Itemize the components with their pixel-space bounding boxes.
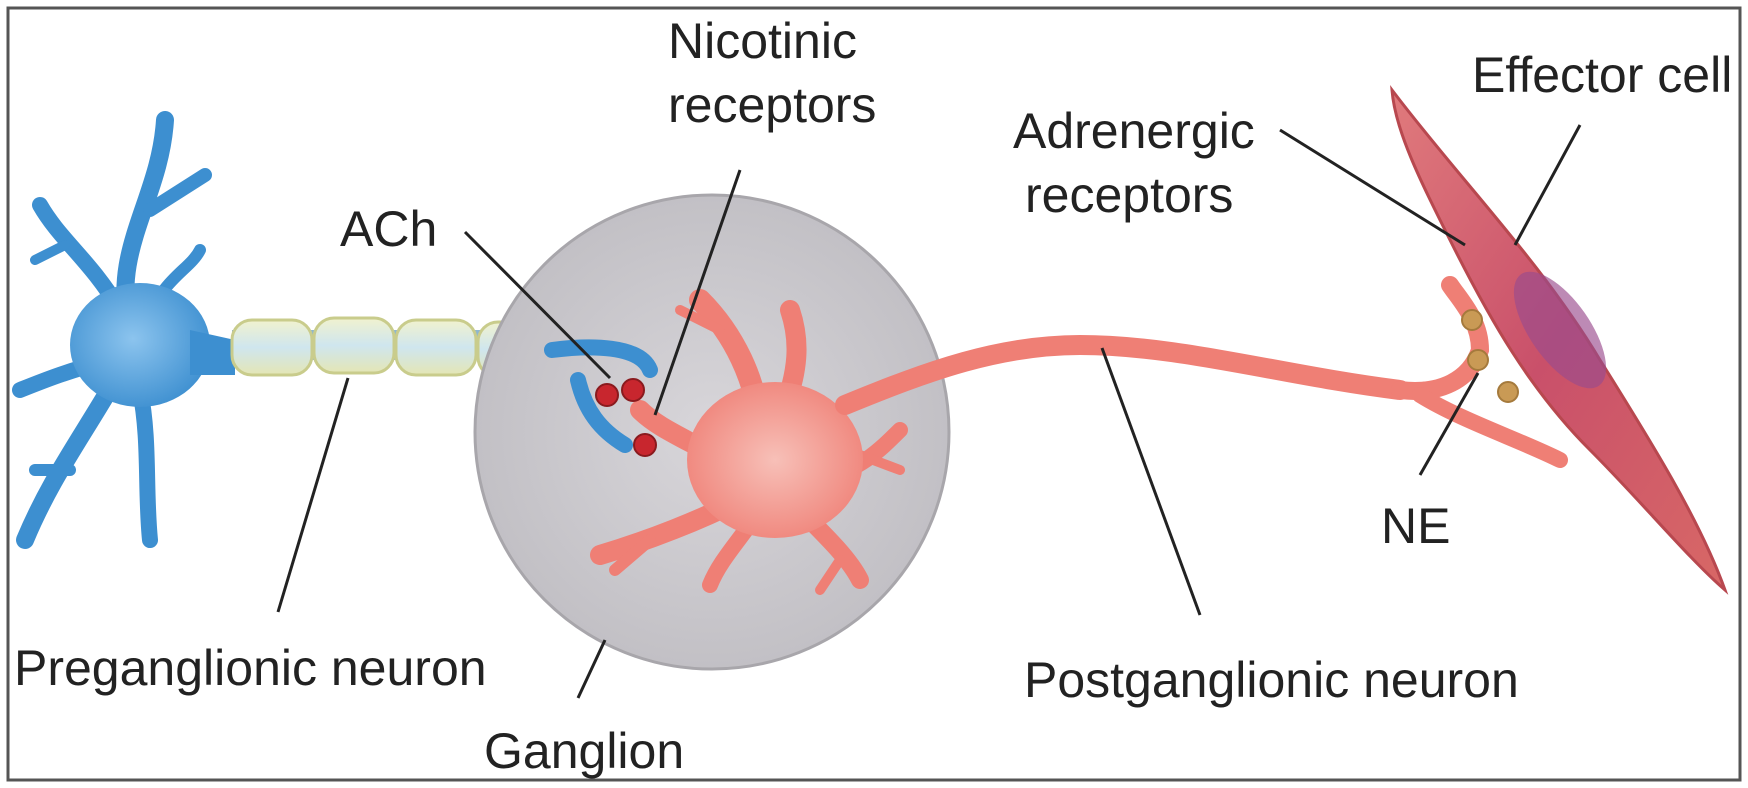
label-postganglionic-neuron: Postganglionic neuron bbox=[1024, 652, 1519, 708]
label-adrenergic-receptors-line1: Adrenergic bbox=[1013, 103, 1255, 159]
label-ne: NE bbox=[1381, 498, 1450, 554]
label-ach: ACh bbox=[340, 201, 437, 257]
label-nicotinic-receptors-line2: receptors bbox=[668, 77, 876, 133]
label-ganglion: Ganglion bbox=[484, 723, 684, 779]
label-adrenergic-receptors-line2: receptors bbox=[1025, 167, 1233, 223]
label-effector-cell: Effector cell bbox=[1472, 47, 1732, 103]
label-nicotinic-receptors-line1: Nicotinic bbox=[668, 13, 857, 69]
label-preganglionic-neuron: Preganglionic neuron bbox=[14, 640, 487, 696]
